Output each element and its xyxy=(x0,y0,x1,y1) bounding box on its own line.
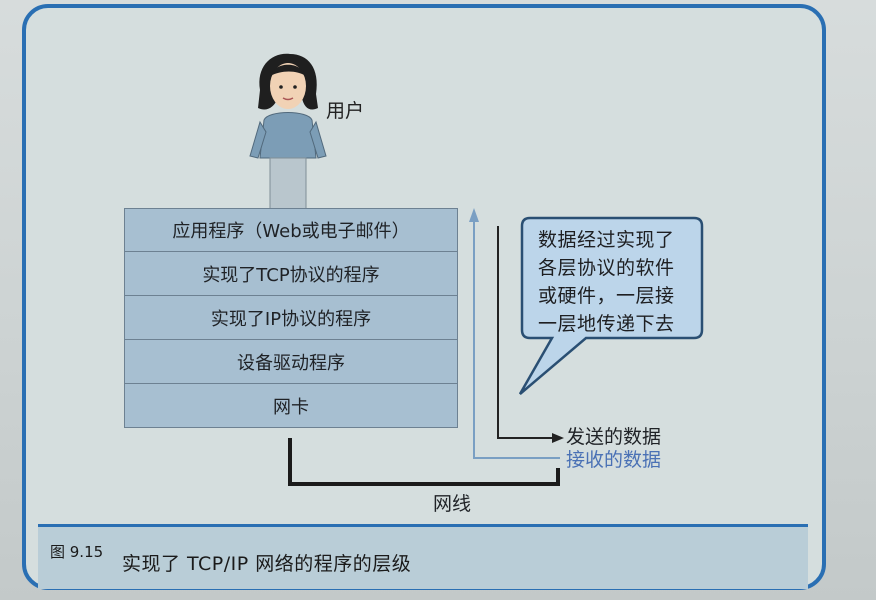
layer-nic: 网卡 xyxy=(124,384,458,428)
callout-line-1: 数据经过实现了 xyxy=(538,229,675,251)
caption-bar xyxy=(38,524,808,589)
user-illustration xyxy=(249,53,327,221)
figure-number: 图 9.15 xyxy=(50,543,104,561)
layer-tcp: 实现了TCP协议的程序 xyxy=(124,252,458,296)
callout-line-3: 或硬件，一层接 xyxy=(538,285,675,307)
callout-text: 数据经过实现了 各层协议的软件 或硬件，一层接 一层地传递下去 xyxy=(538,226,688,338)
send-data-label: 发送的数据 xyxy=(566,426,662,448)
callout-line-4: 一层地传递下去 xyxy=(538,313,675,335)
network-cable xyxy=(288,438,560,486)
receive-arrow-head xyxy=(469,208,479,222)
receive-data-label: 接收的数据 xyxy=(566,449,662,471)
protocol-stack: 应用程序（Web或电子邮件） 实现了TCP协议的程序 实现了IP协议的程序 设备… xyxy=(124,208,458,428)
callout-line-2: 各层协议的软件 xyxy=(538,257,675,279)
receive-flow-line xyxy=(473,218,560,459)
send-arrow-head xyxy=(552,433,564,443)
user-label: 用户 xyxy=(326,100,365,122)
layer-device-driver: 设备驱动程序 xyxy=(124,340,458,384)
layer-application: 应用程序（Web或电子邮件） xyxy=(124,208,458,252)
figure-caption: 实现了 TCP/IP 网络的程序的层级 xyxy=(122,553,412,575)
send-flow-line xyxy=(497,226,554,439)
callout-bubble xyxy=(518,216,704,395)
layer-ip: 实现了IP协议的程序 xyxy=(124,296,458,340)
cable-label: 网线 xyxy=(433,493,472,515)
